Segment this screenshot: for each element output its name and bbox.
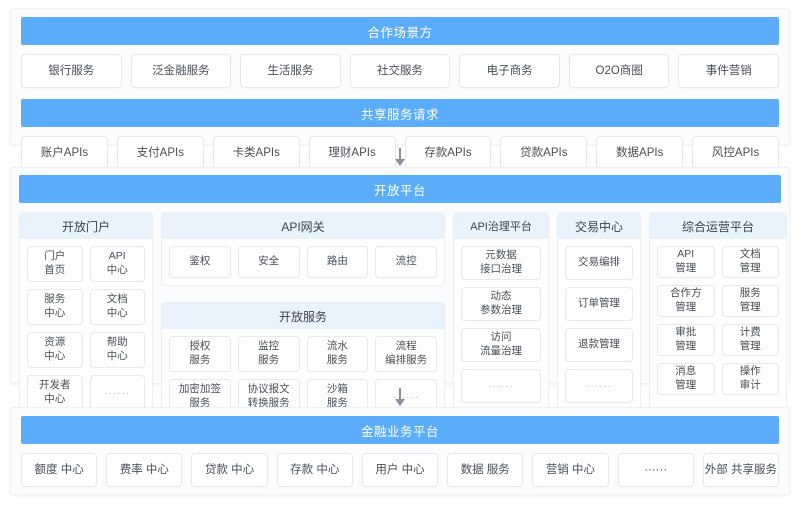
column-operations-platform: 综合运营平台 API 管理文档 管理合作方 管理服务 管理审批 管理计费 管理消… [649, 212, 787, 423]
open-service-item[interactable]: 授权 服务 [169, 336, 231, 372]
open-portal-item[interactable]: 帮助 中心 [89, 332, 145, 368]
api-governance-item[interactable]: 访问 流量治理 [461, 328, 541, 362]
operations-platform-items: API 管理文档 管理合作方 管理服务 管理审批 管理计费 管理消息 管理操作 … [657, 246, 779, 395]
open-portal-item[interactable]: 开发者 中心 [27, 375, 83, 411]
open-portal-item[interactable]: API 中心 [89, 246, 145, 282]
open-portal-item[interactable]: 文档 中心 [89, 289, 145, 325]
partner-layer-title: 合作场景方 [367, 25, 433, 40]
shared-api-item[interactable]: 存款APIs [404, 136, 492, 170]
api-gateway-title: API网关 [162, 213, 444, 239]
arrow-to-open-platform [395, 148, 405, 166]
operations-item[interactable]: 服务 管理 [721, 285, 779, 317]
api-governance-item[interactable]: 动态 参数治理 [461, 287, 541, 321]
arrow-stem [399, 388, 401, 399]
column-transaction-center: 交易中心 交易编排订单管理退款管理 ······ [557, 212, 641, 423]
partner-item[interactable]: O2O商圈 [568, 54, 670, 88]
partner-item[interactable]: 社交服务 [349, 54, 451, 88]
finance-platform-title: 金融业务平台 [360, 424, 439, 439]
partner-item[interactable]: 银行服务 [21, 54, 122, 88]
open-services-title: 开放服务 [162, 303, 444, 329]
transaction-item[interactable]: ······ [565, 369, 633, 403]
finance-platform-container: 金融业务平台 额度 中心费率 中心贷款 中心存款 中心用户 中心数据 服务营销 … [10, 407, 790, 495]
finance-item[interactable]: 用户 中心 [361, 453, 439, 487]
arrow-stem [399, 148, 401, 159]
transaction-item[interactable]: 交易编排 [565, 246, 633, 280]
open-service-item[interactable]: ······ [375, 379, 437, 415]
shared-api-item[interactable]: 卡类APIs [212, 136, 300, 170]
api-gateway-item[interactable]: 鉴权 [169, 246, 231, 278]
shared-api-item[interactable]: 贷款APIs [500, 136, 588, 170]
open-portal-item[interactable]: ······ [89, 375, 145, 411]
finance-item[interactable]: 额度 中心 [21, 453, 98, 487]
finance-item[interactable]: 数据 服务 [447, 453, 524, 487]
open-portal-item[interactable]: 门户 首页 [27, 246, 83, 282]
shared-api-item[interactable]: 支付APIs [116, 136, 204, 170]
open-portal-title: 开放门户 [20, 213, 152, 239]
finance-item[interactable]: ······ [617, 453, 694, 487]
operations-item[interactable]: 计费 管理 [721, 324, 779, 356]
api-gateway-item[interactable]: 安全 [237, 246, 300, 278]
transaction-item[interactable]: 退款管理 [565, 328, 633, 362]
partner-item[interactable]: 事件营销 [678, 54, 780, 88]
api-governance-item[interactable]: 元数据 接口治理 [461, 246, 541, 280]
finance-platform-header: 金融业务平台 [21, 416, 779, 444]
finance-platform-items: 额度 中心费率 中心贷款 中心存款 中心用户 中心数据 服务营销 中心·····… [21, 453, 779, 487]
partner-item[interactable]: 电子商务 [459, 54, 560, 88]
operations-platform-title: 综合运营平台 [650, 213, 786, 239]
open-portal-item[interactable]: 服务 中心 [27, 289, 83, 325]
shared-request-title: 共享服务请求 [360, 107, 439, 122]
api-governance-title: API治理平台 [454, 213, 548, 239]
arrow-head-icon [395, 399, 405, 406]
operations-item[interactable]: API 管理 [657, 246, 715, 278]
open-service-item[interactable]: 流水 服务 [306, 336, 369, 372]
open-service-item[interactable]: 监控 服务 [237, 336, 300, 372]
operations-item[interactable]: 合作方 管理 [657, 285, 715, 317]
open-platform-title: 开放平台 [373, 183, 426, 198]
api-governance-items: 元数据 接口治理动态 参数治理访问 流量治理 ······ [461, 246, 541, 403]
partner-item[interactable]: 泛金融服务 [130, 54, 232, 88]
transaction-center-title: 交易中心 [558, 213, 640, 239]
api-gateway-item[interactable]: 路由 [306, 246, 369, 278]
panel-api-gateway: API网关 鉴权安全路由流控 [161, 212, 445, 286]
finance-item[interactable]: 费率 中心 [106, 453, 183, 487]
transaction-center-items: 交易编排订单管理退款管理 ······ [565, 246, 633, 403]
finance-item[interactable]: 营销 中心 [532, 453, 609, 487]
operations-item[interactable]: 消息 管理 [657, 363, 715, 395]
finance-item[interactable]: 存款 中心 [276, 453, 353, 487]
api-gateway-item[interactable]: 流控 [375, 246, 437, 278]
open-platform-header: 开放平台 [19, 175, 781, 203]
shared-api-item[interactable]: 数据APIs [596, 136, 684, 170]
api-gateway-items: 鉴权安全路由流控 [169, 246, 437, 278]
transaction-item[interactable]: 订单管理 [565, 287, 633, 321]
open-service-item[interactable]: 流程 编排服务 [375, 336, 437, 372]
operations-item[interactable]: 操作 审计 [721, 363, 779, 395]
arrow-head-icon [395, 159, 405, 166]
shared-request-header: 共享服务请求 [21, 99, 779, 127]
open-portal-item[interactable]: 资源 中心 [27, 332, 83, 368]
column-api-governance: API治理平台 元数据 接口治理动态 参数治理访问 流量治理 ······ [453, 212, 549, 423]
operations-item[interactable]: 审批 管理 [657, 324, 715, 356]
operations-item[interactable]: 文档 管理 [721, 246, 779, 278]
api-governance-item[interactable]: ······ [461, 369, 541, 403]
arrow-to-finance-platform [395, 388, 405, 406]
shared-api-item[interactable]: 风控APIs [692, 136, 779, 170]
shared-api-item[interactable]: 理财APIs [308, 136, 396, 170]
finance-item[interactable]: 贷款 中心 [191, 453, 268, 487]
partner-item[interactable]: 生活服务 [240, 54, 341, 88]
shared-api-item[interactable]: 账户APIs [21, 136, 108, 170]
partner-layer-header: 合作场景方 [21, 17, 779, 45]
finance-item[interactable]: 外部 共享服务 [702, 453, 779, 487]
